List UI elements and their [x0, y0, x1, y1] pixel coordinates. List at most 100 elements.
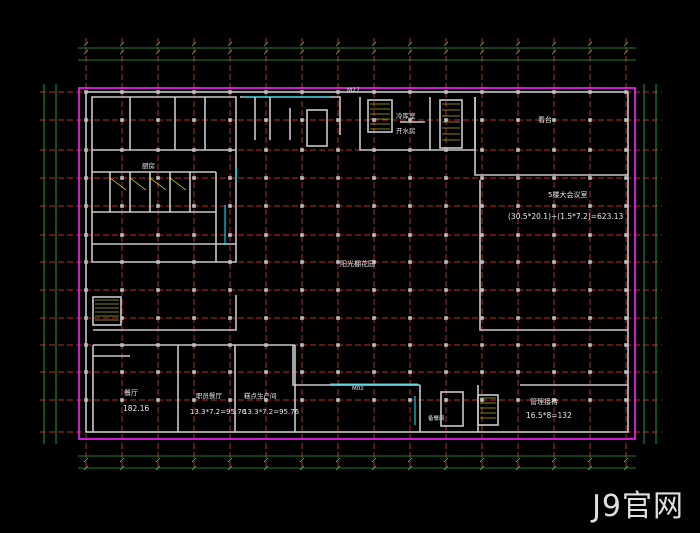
- structural-column: [480, 288, 484, 292]
- structural-column: [192, 148, 196, 152]
- dimension-tick: [83, 457, 89, 463]
- dimension-tick: [155, 465, 161, 471]
- structural-column: [588, 343, 592, 347]
- structural-column: [84, 176, 88, 180]
- structural-column: [264, 288, 268, 292]
- dimension-tick: [515, 457, 521, 463]
- structural-column: [228, 233, 232, 237]
- structural-column: [228, 288, 232, 292]
- watermark: J9官网: [592, 489, 684, 524]
- structural-column: [264, 260, 268, 264]
- structural-column: [264, 204, 268, 208]
- structural-column: [372, 370, 376, 374]
- structural-column: [156, 288, 160, 292]
- structural-column: [336, 370, 340, 374]
- dimension-tick: [623, 457, 629, 463]
- structural-column: [624, 288, 628, 292]
- structural-column: [372, 204, 376, 208]
- structural-column: [192, 260, 196, 264]
- structural-column: [408, 288, 412, 292]
- structural-column: [336, 288, 340, 292]
- room-area-canteen: 182.16: [123, 404, 149, 413]
- structural-column: [300, 370, 304, 374]
- room-label-atrium: 阳光棚花园: [340, 259, 375, 268]
- room-area-pastry: 13.3*7.2=95.76: [243, 408, 300, 416]
- structural-column: [372, 316, 376, 320]
- structural-column: [84, 233, 88, 237]
- structural-column: [516, 204, 520, 208]
- structural-column: [588, 398, 592, 402]
- structural-column: [516, 176, 520, 180]
- structural-column: [228, 370, 232, 374]
- structural-column: [192, 316, 196, 320]
- dimension-tick: [479, 465, 485, 471]
- structural-column: [444, 316, 448, 320]
- structural-column: [120, 118, 124, 122]
- structural-column: [264, 233, 268, 237]
- structural-column: [228, 398, 232, 402]
- structural-column: [156, 204, 160, 208]
- structural-column: [408, 148, 412, 152]
- structural-column: [300, 288, 304, 292]
- structural-column: [228, 260, 232, 264]
- dimension-tick: [119, 457, 125, 463]
- dimension-tick: [227, 457, 233, 463]
- structural-column: [444, 148, 448, 152]
- dimension-tick: [191, 457, 197, 463]
- structural-column: [480, 260, 484, 264]
- structural-column: [300, 343, 304, 347]
- structural-column: [624, 148, 628, 152]
- structural-column: [624, 233, 628, 237]
- structural-column: [156, 148, 160, 152]
- structural-column: [480, 176, 484, 180]
- dimension-tick: [299, 465, 305, 471]
- column-markers: [84, 90, 628, 402]
- structural-column: [84, 288, 88, 292]
- structural-column: [516, 316, 520, 320]
- structural-column: [372, 148, 376, 152]
- structural-column: [444, 176, 448, 180]
- dimension-tick: [83, 465, 89, 471]
- structural-column: [336, 398, 340, 402]
- structural-column: [156, 260, 160, 264]
- structural-column: [624, 370, 628, 374]
- structural-column: [336, 316, 340, 320]
- structural-column: [84, 398, 88, 402]
- structural-column: [120, 343, 124, 347]
- structural-column: [444, 233, 448, 237]
- dimension-tick: [587, 457, 593, 463]
- structural-column: [408, 176, 412, 180]
- structural-column: [120, 90, 124, 94]
- structural-column: [192, 233, 196, 237]
- room-label-meeting-hall: 5楼大会议室: [548, 190, 587, 199]
- dimension-tick: [407, 465, 413, 471]
- structural-column: [408, 260, 412, 264]
- structural-column: [552, 204, 556, 208]
- structural-column: [480, 204, 484, 208]
- structural-column: [228, 176, 232, 180]
- dimension-tick: [191, 465, 197, 471]
- structural-column: [552, 398, 556, 402]
- structural-column: [156, 370, 160, 374]
- structural-column: [588, 90, 592, 94]
- structural-column: [300, 233, 304, 237]
- structural-column: [228, 316, 232, 320]
- structural-column: [84, 260, 88, 264]
- structural-column: [300, 176, 304, 180]
- structural-column: [588, 148, 592, 152]
- structural-column: [588, 204, 592, 208]
- dimension-tick: [443, 457, 449, 463]
- structural-column: [264, 343, 268, 347]
- structural-column: [372, 118, 376, 122]
- room-area-meeting-hall: (30.5*20.1)+(1.5*7.2)=623.13: [508, 212, 623, 221]
- structural-column: [372, 398, 376, 402]
- dimension-tick: [371, 465, 377, 471]
- structural-column: [480, 316, 484, 320]
- structural-column: [228, 148, 232, 152]
- structural-column: [336, 233, 340, 237]
- room-label-reception: 管理接待: [530, 397, 558, 406]
- structural-column: [372, 260, 376, 264]
- structural-column: [624, 316, 628, 320]
- structural-column: [516, 398, 520, 402]
